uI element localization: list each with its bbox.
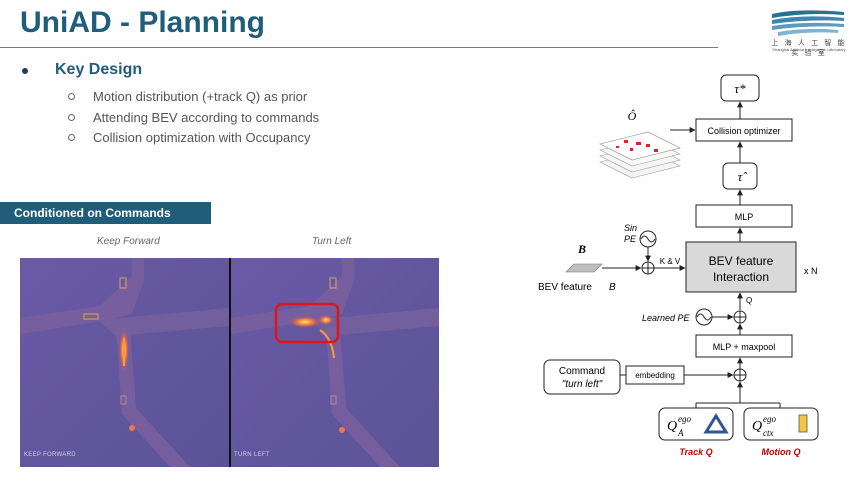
tau-star-box: [720, 74, 760, 102]
bev-interaction-box: [685, 241, 797, 293]
qctx-sub: ctx: [763, 428, 774, 438]
command-label-1: Command: [559, 366, 605, 377]
key-design-heading: Key Design: [55, 61, 143, 78]
embedding-label: embedding: [635, 371, 675, 380]
bev-feature-var: B: [609, 282, 616, 293]
planning-architecture-diagram: τ* Collision optimizer Ô τ̂ MLP BEV feat…: [538, 74, 819, 457]
circle-bullet-icon: [68, 134, 75, 142]
key-design-item: Motion distribution (+track Q) as prior: [68, 89, 307, 104]
conditioned-banner: Conditioned on Commands: [0, 202, 211, 224]
occupancy-stack-icon: [599, 131, 681, 179]
occupancy-label: Ô: [628, 109, 637, 123]
mlp-box: [695, 204, 793, 228]
keep-forward-panel: [20, 258, 229, 467]
command-label-2: "turn left": [562, 379, 603, 390]
title-divider: [0, 47, 718, 48]
collision-optimizer-box: [695, 118, 793, 142]
motion-rect-icon: [798, 414, 808, 433]
qctx-base: Q: [752, 419, 762, 434]
bev-interaction-label-1: BEV feature: [709, 254, 774, 268]
circle-bullet-icon: [68, 114, 75, 122]
turn-left-caption: TURN LEFT: [234, 452, 270, 458]
key-design-item: Attending BEV according to commands: [68, 110, 319, 125]
logo-text-en: Shanghai Artificial Intelligence Laborat…: [772, 47, 846, 52]
bev-interaction-label-2: Interaction: [713, 270, 769, 284]
qa-base: Q: [667, 419, 677, 434]
repeat-label: x N: [804, 266, 818, 276]
mlp-label: MLP: [735, 212, 754, 222]
page-title: UniAD - Planning: [20, 6, 265, 39]
b-label: B: [577, 242, 586, 256]
lab-logo-icon: [772, 10, 844, 36]
key-design-item: Collision optimization with Occupancy: [68, 130, 310, 145]
bev-feature-icon: [565, 263, 603, 273]
collision-optimizer-label: Collision optimizer: [707, 126, 780, 136]
qa-sub: A: [677, 428, 684, 438]
bullet-dot: [22, 68, 28, 74]
q-label: Q: [746, 296, 752, 305]
triangle-icon: [703, 413, 729, 434]
circle-bullet-icon: [68, 93, 75, 101]
qctx-sup: ego: [763, 414, 776, 424]
tau-star-label: τ*: [734, 81, 746, 96]
turn-left-label: Turn Left: [312, 236, 352, 247]
keep-forward-label: Keep Forward: [97, 236, 160, 247]
sin-pe-label-1: Sin: [624, 223, 637, 233]
mlp-maxpool-box: [695, 334, 793, 358]
logo-text-cn: 上 海 人 工 智 能 实 验 室: [771, 39, 847, 57]
qa-sup: ego: [678, 414, 691, 424]
kv-label: K & V: [660, 257, 681, 266]
learned-pe-label: Learned PE: [642, 313, 691, 323]
attention-heatmaps: [20, 258, 439, 467]
keep-forward-caption: KEEP FORWARD: [24, 452, 76, 458]
bev-feature-label: BEV feature: [538, 282, 592, 293]
command-box: [543, 359, 621, 395]
track-q-label: Track Q: [679, 447, 712, 457]
turn-left-panel: [231, 258, 439, 467]
motion-q-label: Motion Q: [762, 447, 801, 457]
mlp-maxpool-label: MLP + maxpool: [713, 342, 776, 352]
sin-pe-label-2: PE: [624, 234, 637, 244]
